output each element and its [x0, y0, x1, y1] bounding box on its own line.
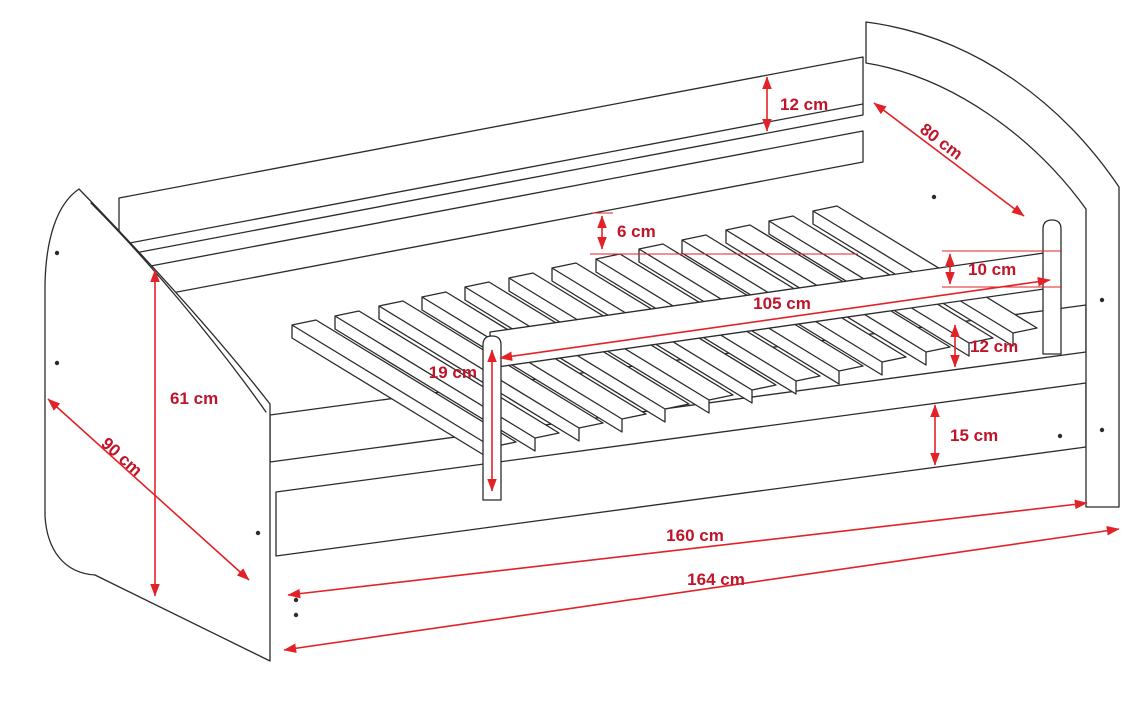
dimension-label: 12 cm [780, 95, 828, 114]
dimension-label: 15 cm [950, 426, 998, 445]
screw-dot [1057, 433, 1063, 439]
screw-dot [293, 597, 299, 603]
dimension-label: 19 cm [429, 363, 477, 382]
screw-dot [1099, 427, 1105, 433]
dimension-guard-post-height: 19 cm [429, 349, 497, 492]
screw-dot [293, 612, 299, 618]
dimension-top-rail-height: 12 cm [762, 76, 828, 132]
headboard-panel [865, 21, 1120, 508]
dimension-arrow [499, 276, 1051, 362]
screw-dot [931, 194, 937, 200]
dimension-label: 105 cm [753, 294, 811, 313]
dimension-drawer-height: 15 cm [930, 404, 998, 466]
dimension-label: 61 cm [170, 389, 218, 408]
dimension-outer-length: 164 cm [283, 525, 1120, 654]
screw-dot [54, 360, 60, 366]
dimension-label: 12 cm [970, 337, 1018, 356]
dimension-label: 10 cm [968, 260, 1016, 279]
dimension-arrow [47, 398, 250, 581]
dimension-slat-thickness: 6 cm [590, 212, 858, 255]
back-top-rail-edge [118, 103, 864, 246]
dimension-label: 80 cm [916, 120, 966, 164]
dimension-label: 164 cm [687, 570, 745, 589]
screw-dot [1099, 297, 1105, 303]
dimension-arrow [283, 525, 1120, 654]
screw-dot [54, 250, 60, 256]
footboard-inner-edge [90, 202, 267, 413]
screw-dot [255, 530, 261, 536]
slat [334, 310, 560, 452]
bed-line-art [44, 21, 1120, 662]
dimension-guard-rail-length: 105 cm [499, 276, 1051, 362]
dimension-arrow [873, 102, 1025, 217]
dimension-side-rail-height: 12 cm [950, 324, 1018, 368]
dimension-label: 6 cm [617, 222, 656, 241]
dimension-annotations: 12 cm 80 cm 6 cm 10 cm 105 cm [47, 76, 1120, 654]
dimension-label: 160 cm [666, 526, 724, 545]
